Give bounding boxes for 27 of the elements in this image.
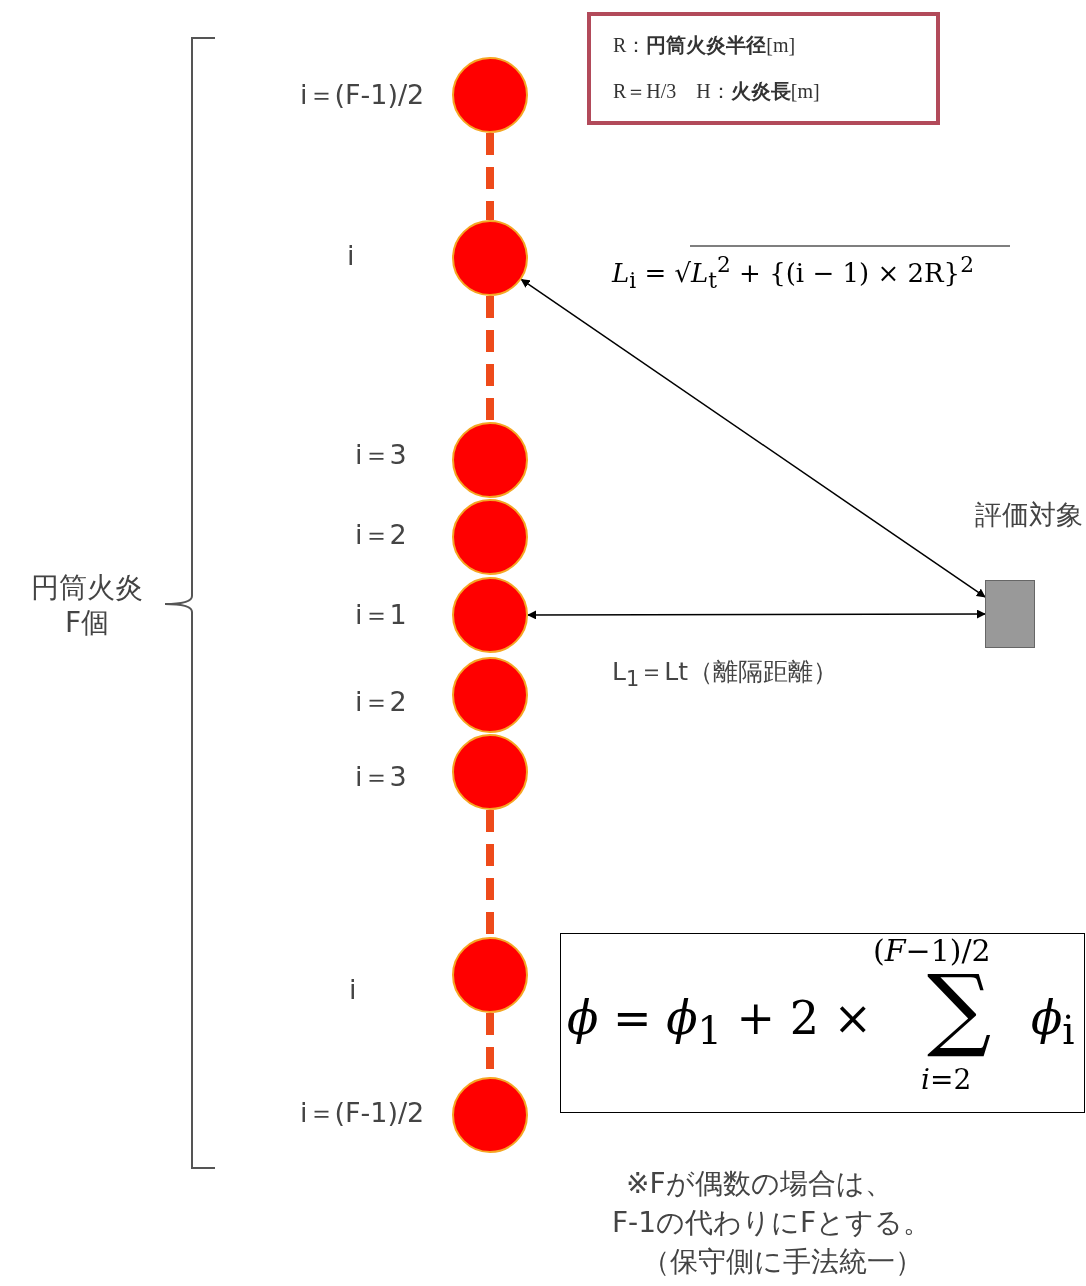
dashed-connector: [486, 133, 494, 220]
index-label: i＝3: [355, 438, 407, 472]
formula-text: i=2: [921, 1064, 972, 1097]
formula-text: ϕ = ϕ$_{1}$ + 2 ×: [567, 992, 873, 1054]
target-label: 評価対象: [975, 498, 1083, 532]
dashed-connector: [486, 296, 494, 422]
note-text: ※Fが偶数の場合は、: [626, 1166, 893, 1202]
formula-box: [560, 933, 1085, 1113]
dashed-connector: [486, 810, 494, 937]
double-arrow: [520, 278, 986, 598]
note-text: F-1の代わりにFとする。: [612, 1205, 932, 1241]
index-label: i＝1: [355, 598, 407, 632]
index-label: i: [349, 974, 357, 1005]
definition-text: R：円筒火炎半径[m]: [613, 34, 796, 57]
legend-box: [587, 12, 940, 125]
double-arrow: [527, 609, 986, 620]
group-label: 円筒火炎 F個: [30, 570, 144, 640]
definition-text: R＝H/3 H：火炎長[m]: [613, 80, 820, 103]
target-block: [985, 580, 1035, 648]
index-label: i＝(F-1)/2: [300, 1096, 425, 1130]
formula-text: ϕ$_{i}$: [1031, 992, 1075, 1054]
index-label: i＝2: [355, 518, 407, 552]
note-text: （保守側に手法統一）: [642, 1244, 923, 1280]
index-label: i＝2: [355, 685, 407, 719]
index-label: i＝(F-1)/2: [300, 78, 425, 112]
index-label: i: [347, 240, 355, 271]
index-label: i＝3: [355, 760, 407, 794]
